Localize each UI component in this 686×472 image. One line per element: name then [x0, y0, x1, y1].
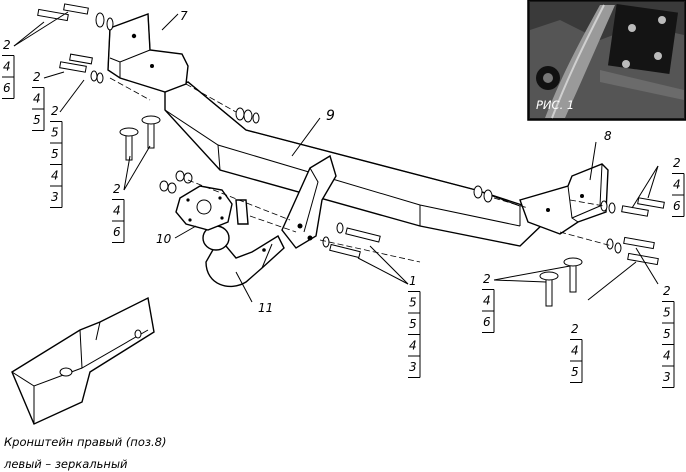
bracket-detail-drawing	[11, 296, 155, 425]
stack-rb_left-item-2: 6	[483, 315, 491, 329]
stack-tl_mid-item-2: 5	[33, 113, 41, 127]
stack-right_low-item-3: 4	[663, 349, 671, 363]
assembly-dash-lines	[109, 77, 613, 263]
stack-tl_low-item-4: 3	[51, 190, 59, 204]
leader-lines	[13, 11, 659, 303]
stack-tl_low-item-1: 5	[51, 126, 59, 140]
stack-tl_low-item-2: 5	[51, 147, 59, 161]
inset-label: РИС. 1	[536, 98, 574, 112]
stack-right_low-item-2: 5	[663, 327, 671, 341]
stack-tl_low-item-0: 2	[51, 104, 59, 118]
stack-right_low-item-1: 5	[663, 306, 671, 320]
stack-center-item-1: 5	[409, 296, 417, 310]
socket-plate	[175, 185, 249, 231]
stack-tl_mid-item-0: 2	[33, 70, 41, 84]
stack-right_top-item-2: 6	[673, 199, 681, 213]
caption-line-2: левый – зеркальный	[3, 457, 128, 471]
stack-center-item-3: 4	[409, 339, 417, 353]
stack-center-item-4: 3	[409, 360, 417, 374]
callout-part-11: 11	[258, 301, 273, 315]
caption-line-1: Кронштейн правый (поз.8)	[4, 435, 166, 449]
stack-right_low-item-0: 2	[663, 284, 671, 298]
tow-ball-arm	[202, 225, 285, 288]
stack-rb_left-item-0: 2	[483, 272, 491, 286]
stack-tl_top-item-2: 6	[3, 81, 11, 95]
stack-tl_top-item-1: 4	[3, 60, 11, 74]
stack-rb_mid-item-0: 2	[571, 322, 579, 336]
stack-rb_mid-item-1: 4	[571, 344, 579, 358]
stack-center-item-0: 1	[409, 274, 417, 288]
callout-part-8: 8	[604, 129, 612, 143]
stack-tl_top-item-0: 2	[3, 38, 11, 52]
stack-rb_mid-item-2: 5	[571, 365, 579, 379]
right-bracket	[519, 163, 609, 235]
stack-tl_low-item-3: 4	[51, 169, 59, 183]
stack-tl_mid-item-1: 4	[33, 92, 41, 106]
center-mount	[281, 154, 337, 249]
stack-center-item-2: 5	[409, 317, 417, 331]
left-bracket	[107, 13, 189, 93]
cross-beam	[164, 81, 547, 247]
callout-part-10: 10	[156, 232, 172, 246]
inset-photo: РИС. 1	[527, 0, 686, 121]
stack-ml-item-1: 4	[113, 204, 121, 218]
stack-right_top-item-1: 4	[673, 178, 681, 192]
stack-right_top-item-0: 2	[673, 156, 681, 170]
callout-part-7: 7	[180, 9, 188, 23]
stack-right_low-item-4: 3	[663, 370, 671, 384]
stack-ml-item-2: 6	[113, 225, 121, 239]
callout-part-9: 9	[326, 108, 335, 124]
stack-rb_left-item-1: 4	[483, 294, 491, 308]
stack-ml-item-0: 2	[113, 182, 121, 196]
